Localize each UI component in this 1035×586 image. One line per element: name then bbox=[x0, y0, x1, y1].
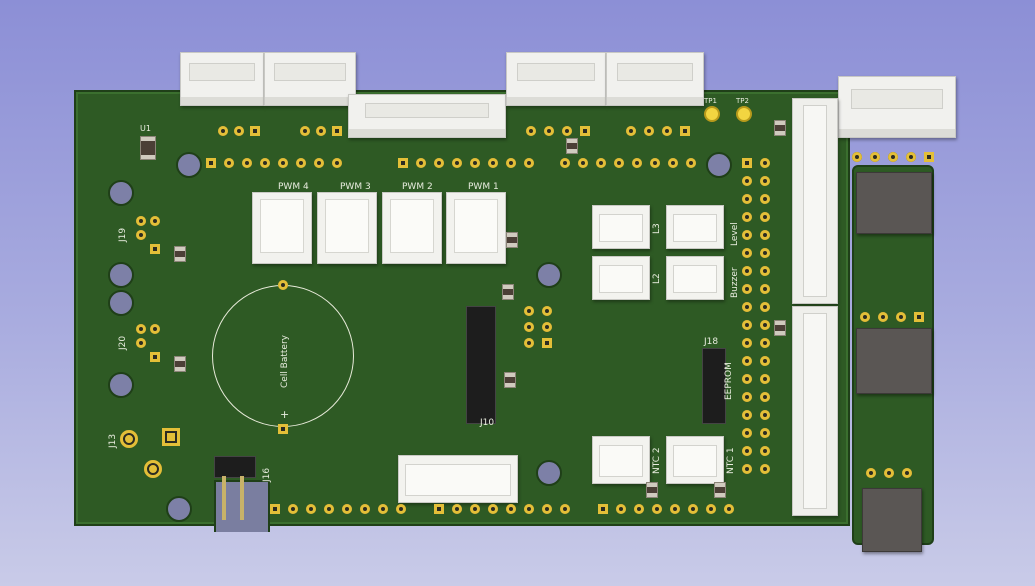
label-pwm2: PWM 2 bbox=[402, 182, 433, 192]
side-module-2 bbox=[856, 328, 932, 394]
power-jack-pad bbox=[120, 430, 138, 448]
smd-component bbox=[502, 284, 514, 300]
mounting-hole bbox=[706, 152, 732, 178]
side-module-1 bbox=[856, 172, 932, 234]
jst-connector-ntc2 bbox=[592, 436, 650, 484]
mounting-hole bbox=[108, 180, 134, 206]
label-u1: U1 bbox=[140, 124, 151, 133]
mounting-hole bbox=[108, 372, 134, 398]
top-connector-3 bbox=[348, 94, 506, 138]
j16-pin bbox=[222, 476, 226, 520]
jack-pad bbox=[136, 230, 146, 240]
mounting-hole bbox=[166, 496, 192, 522]
jst-connector-1 bbox=[592, 205, 650, 249]
pad-grid bbox=[542, 322, 552, 332]
j16-header bbox=[214, 456, 256, 478]
power-jack-pad bbox=[162, 428, 180, 446]
smd-component bbox=[774, 320, 786, 336]
pwm2-connector bbox=[382, 192, 442, 264]
j10-header bbox=[466, 306, 496, 424]
smd-component bbox=[174, 246, 186, 262]
j16-pin bbox=[240, 476, 244, 520]
smd-component bbox=[504, 372, 516, 388]
pad-grid bbox=[542, 338, 552, 348]
label-j13: J13 bbox=[108, 433, 118, 448]
right-connector-upper bbox=[792, 98, 838, 304]
top-connector-5 bbox=[606, 52, 704, 106]
label-j10: J10 bbox=[480, 418, 495, 428]
smd-component bbox=[714, 482, 726, 498]
label-buzzer: Buzzer bbox=[730, 267, 740, 298]
label-battery: Cell Battery bbox=[280, 335, 290, 388]
label-j16: J16 bbox=[262, 467, 272, 482]
top-connector-1 bbox=[180, 52, 264, 106]
jst-connector-ntc1 bbox=[666, 436, 724, 484]
label-eeprom: EEPROM bbox=[724, 362, 734, 400]
jack-pad bbox=[150, 244, 160, 254]
pad-grid bbox=[524, 338, 534, 348]
label-j19: J19 bbox=[118, 227, 128, 242]
j18-header bbox=[702, 348, 726, 424]
mounting-hole bbox=[108, 290, 134, 316]
smd-component bbox=[566, 138, 578, 154]
test-point-1 bbox=[704, 106, 720, 122]
battery-pad bbox=[278, 280, 288, 290]
u1-chip bbox=[140, 136, 156, 160]
smd-component bbox=[174, 356, 186, 372]
label-battery-plus: + bbox=[280, 408, 290, 421]
jst-connector-l2 bbox=[666, 256, 724, 300]
jack-pad bbox=[136, 216, 146, 226]
mounting-hole bbox=[536, 262, 562, 288]
pad-grid bbox=[524, 322, 534, 332]
jack-pad bbox=[150, 216, 160, 226]
right-connector-lower bbox=[792, 306, 838, 516]
label-pwm3: PWM 3 bbox=[340, 182, 371, 192]
mounting-hole bbox=[108, 262, 134, 288]
battery-pad bbox=[278, 424, 288, 434]
side-module-3 bbox=[862, 488, 922, 552]
label-l2: L2 bbox=[652, 273, 662, 284]
smd-component bbox=[774, 120, 786, 136]
label-ntc1: NTC 1 bbox=[726, 447, 736, 474]
pwm3-connector bbox=[317, 192, 377, 264]
label-tp1: TP1 bbox=[704, 97, 717, 105]
label-j20: J20 bbox=[118, 335, 128, 350]
smd-component bbox=[646, 482, 658, 498]
pad-grid bbox=[524, 306, 534, 316]
jack-pad bbox=[136, 324, 146, 334]
bottom-connector bbox=[398, 455, 518, 503]
mounting-hole bbox=[536, 460, 562, 486]
label-pwm4: PWM 4 bbox=[278, 182, 309, 192]
jack-pad bbox=[150, 352, 160, 362]
top-connector-4 bbox=[506, 52, 606, 106]
side-top-connector bbox=[838, 76, 956, 138]
jack-pad bbox=[150, 324, 160, 334]
smd-component bbox=[506, 232, 518, 248]
pad-grid bbox=[542, 306, 552, 316]
power-jack-pad bbox=[144, 460, 162, 478]
pwm4-connector bbox=[252, 192, 312, 264]
top-connector-2 bbox=[264, 52, 356, 106]
jack-pad bbox=[136, 338, 146, 348]
jst-connector-2 bbox=[592, 256, 650, 300]
pwm1-connector bbox=[446, 192, 506, 264]
label-j18: J18 bbox=[704, 337, 719, 347]
label-tp2: TP2 bbox=[736, 97, 749, 105]
jst-connector-l3 bbox=[666, 205, 724, 249]
mounting-hole bbox=[176, 152, 202, 178]
label-pwm1: PWM 1 bbox=[468, 182, 499, 192]
test-point-2 bbox=[736, 106, 752, 122]
label-ntc2: NTC 2 bbox=[652, 447, 662, 474]
label-level: Level bbox=[730, 222, 740, 246]
label-l3: L3 bbox=[652, 223, 662, 234]
